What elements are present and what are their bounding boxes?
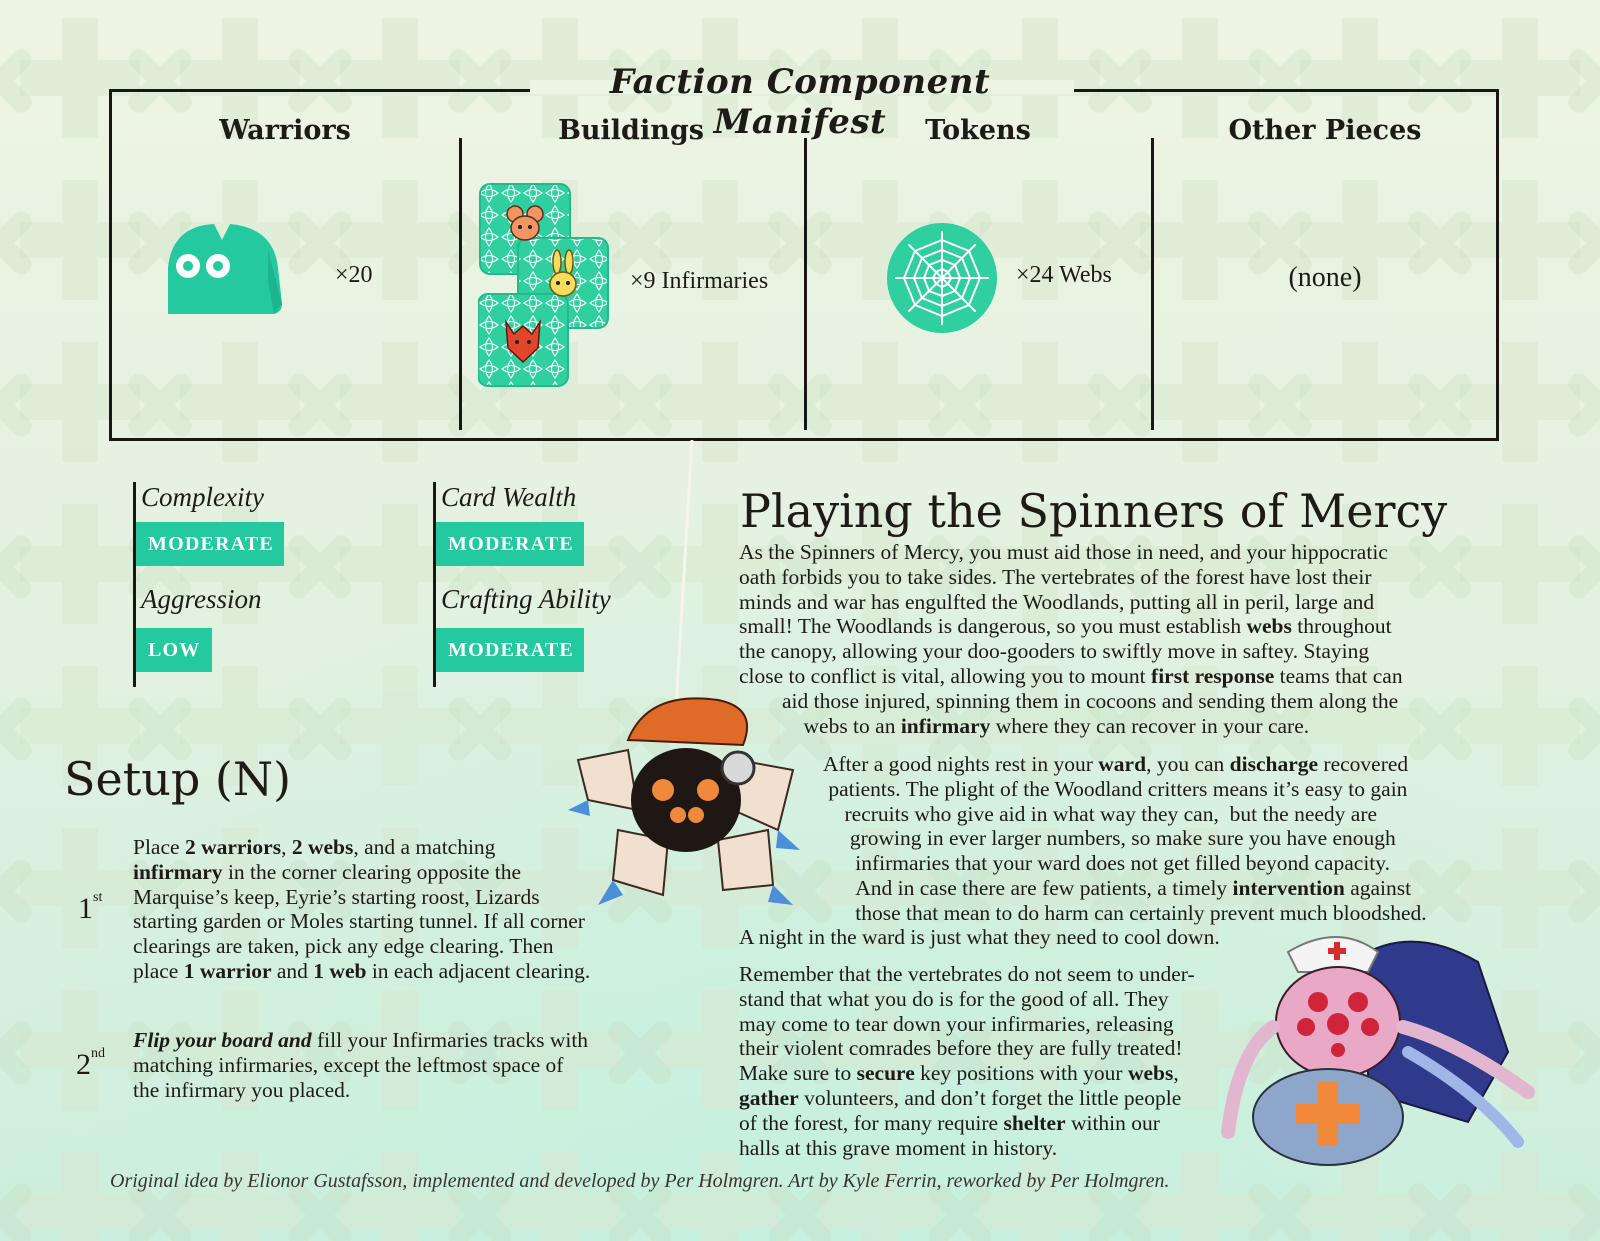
buildings-count: ×9 Infirmaries [630,268,769,294]
warriors-header: Warriors [219,115,351,146]
playing-paragraph-3: A night in the ward is just what they ne… [739,925,1220,949]
setup-step-1: Place 2 warriors, 2 webs, and a matching… [133,835,591,983]
crafting-ability-label: Crafting Ability [441,584,611,614]
manifest-divider [804,138,807,430]
step-number-1: 1st [78,890,103,925]
manifest-title: Faction Component Manifest [609,62,991,142]
web-token-icon [887,223,997,333]
playing-paragraph-4: Remember that the vertebrates do not see… [739,962,1195,1160]
complexity-label: Complexity [141,482,264,512]
warriors-count: ×20 [335,262,373,288]
setup-heading: Setup (N) [64,752,292,806]
card-wealth-label: Card Wealth [441,482,577,512]
tokens-header: Tokens [925,115,1031,146]
attribute-rule [133,482,136,687]
setup-step-2: Flip your board and fill your Infirmarie… [133,1028,589,1102]
doctor-spider-illustration [568,697,800,905]
complexity-badge: MODERATE [136,522,284,566]
fox-icon [505,319,541,364]
rabbit-icon [549,249,577,297]
tokens-count: ×24 Webs [1016,262,1112,288]
playing-heading: Playing the Spinners of Mercy [740,484,1448,538]
manifest-title-backdrop [530,80,1074,94]
infirmary-tiles-icon [478,183,609,387]
credits: Original idea by Elionor Gustafsson, imp… [110,1170,1170,1192]
manifest-divider [1151,138,1154,430]
spider-thread [674,440,694,709]
manifest-divider [459,138,462,430]
card-wealth-badge: MODERATE [436,522,584,566]
crafting-ability-badge: MODERATE [436,628,584,672]
playing-paragraph-1: As the Spinners of Mercy, you must aid t… [739,540,1403,738]
aggression-badge: LOW [136,628,212,672]
other-pieces-count: (none) [1288,262,1362,293]
step-number-2: 2nd [76,1046,105,1081]
playing-paragraph-2: After a good nights rest in your ward, y… [823,752,1427,925]
attribute-rule [433,482,436,687]
mouse-icon [506,205,544,241]
other-pieces-header: Other Pieces [1228,115,1422,146]
nurse-spider-illustration [1221,936,1535,1166]
warrior-meeple-icon [168,224,282,314]
buildings-header: Buildings [558,115,704,146]
aggression-label: Aggression [141,584,262,614]
